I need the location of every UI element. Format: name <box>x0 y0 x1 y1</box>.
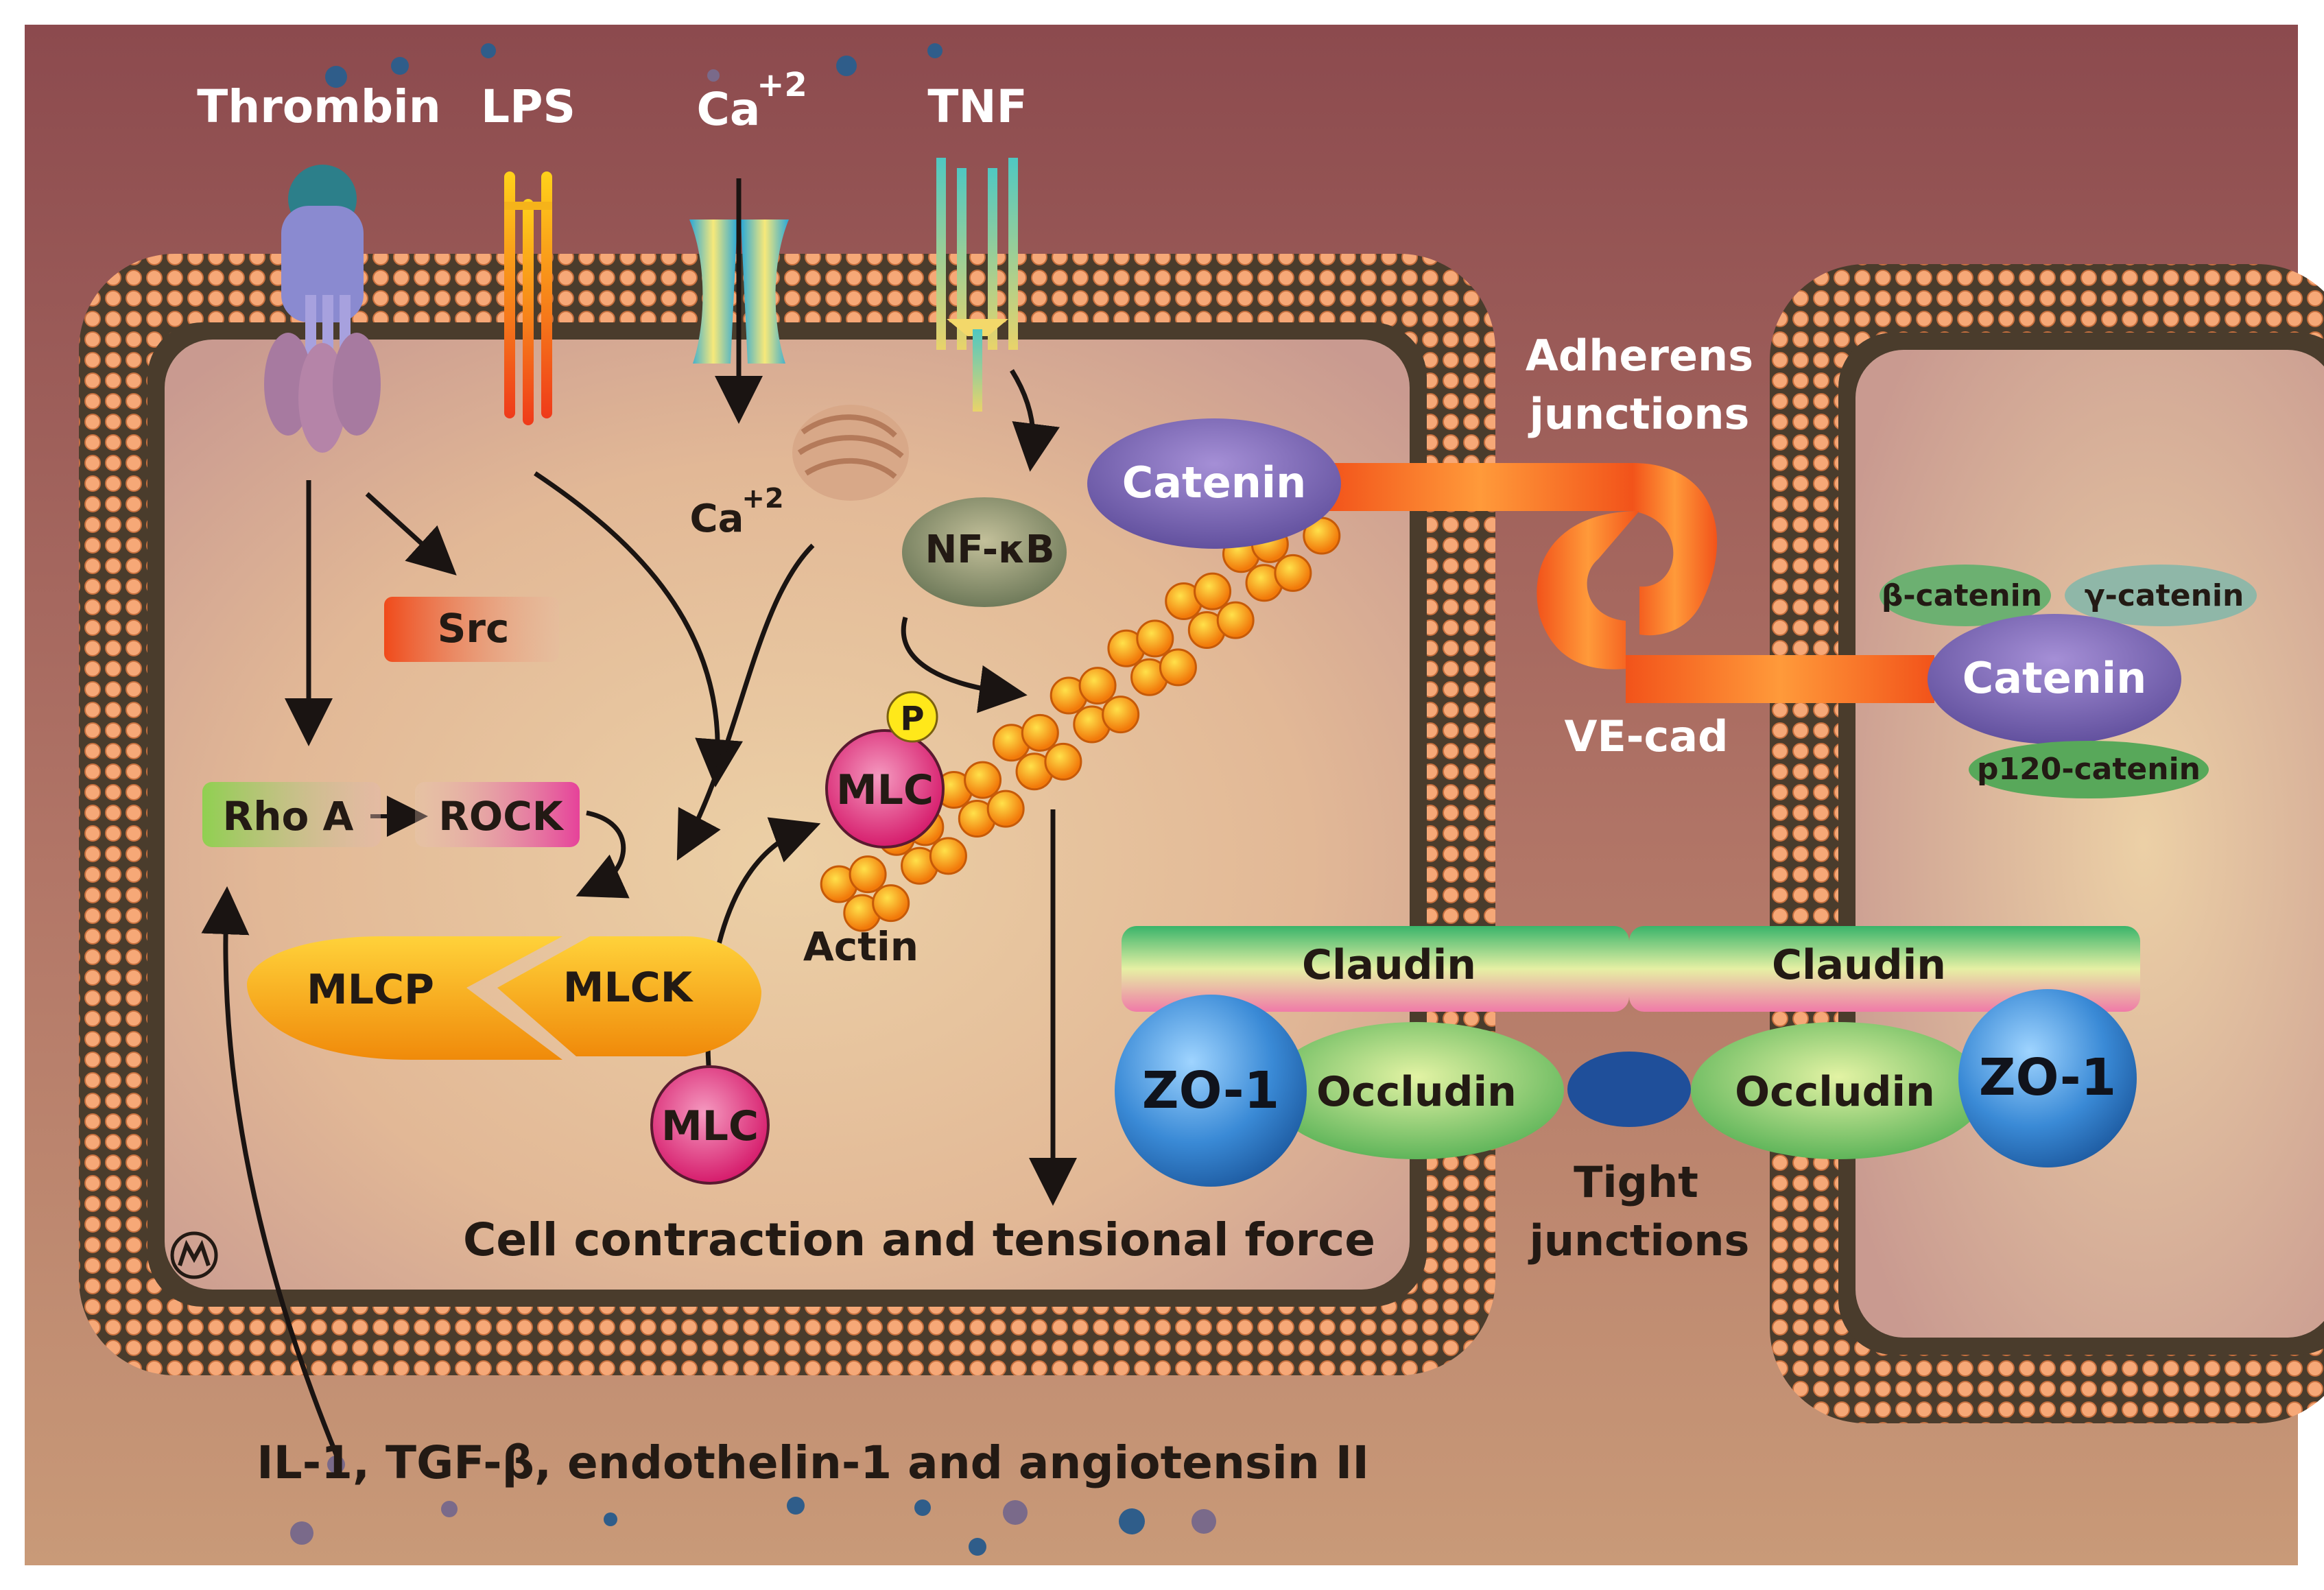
occludin-left-label: Occludin <box>1316 1068 1517 1116</box>
mlc-phospho-node <box>825 729 945 849</box>
arrow-nfkb-to-actin <box>901 617 1028 713</box>
arrow-lps-to-mlck <box>534 471 744 787</box>
tnf-label: TNF <box>927 80 1027 133</box>
occludin-right-label: Occludin <box>1735 1068 1935 1116</box>
catenin-right-label: Catenin <box>1963 653 2147 703</box>
actin-monomer <box>1159 648 1197 687</box>
ca-intracellular-label: Ca <box>690 497 744 541</box>
arrow-thrombin-to-src <box>365 492 457 576</box>
catenin-left-node <box>1087 418 1341 549</box>
actin-monomer <box>1194 572 1232 610</box>
mediators-label: IL-1, TGF-β, endothelin-1 and angiotensi… <box>257 1436 1369 1489</box>
tight-junction-label-line1: Tight <box>1574 1157 1698 1207</box>
rock-node <box>415 782 580 847</box>
zo1-right-node <box>1958 989 2137 1167</box>
contraction-label: Cell contraction and tensional force <box>463 1213 1375 1266</box>
arrow-ca-to-mlck <box>676 543 815 861</box>
actin-monomer <box>1274 554 1312 592</box>
tight-junction-link <box>1567 1052 1691 1127</box>
claudin-right-label: Claudin <box>1772 941 1946 989</box>
src-label: Src <box>438 605 510 652</box>
right-cell <box>1770 264 2324 1423</box>
mlc-node <box>650 1065 770 1185</box>
endoplasmic-reticulum <box>792 405 909 501</box>
actin-filament <box>820 488 1341 932</box>
actin-monomer <box>1102 696 1140 734</box>
adherens-label-line2: junctions <box>1528 389 1750 439</box>
ca-extracellular-label: Ca <box>697 83 761 136</box>
nfkb-node <box>902 497 1067 607</box>
calcium-channel <box>689 219 789 364</box>
mlck-label: MLCK <box>563 964 694 1012</box>
zo1-right-label: ZO-1 <box>1979 1048 2116 1107</box>
catenin-right-node <box>1928 614 2181 744</box>
ca-intracellular-charge: +2 <box>742 483 783 514</box>
phosphate-label: P <box>900 700 924 738</box>
mlcp-label: MLCP <box>307 966 434 1014</box>
extracellular-molecules <box>290 43 1216 1556</box>
tight-junction-label-line2: junctions <box>1528 1215 1750 1266</box>
nfkb-label: NF-κB <box>925 527 1054 572</box>
lps-label: LPS <box>481 80 576 133</box>
adherens-label-line1: Adherens <box>1526 331 1753 381</box>
actin-monomer <box>964 761 1002 799</box>
zo1-left-node <box>1115 995 1307 1187</box>
actin-monomer <box>1044 742 1082 781</box>
tnf-receptor <box>936 158 1018 412</box>
p120-catenin-node <box>1969 741 2209 798</box>
mlc-label: MLC <box>661 1102 759 1150</box>
claudin-right-bar <box>1629 926 2140 1012</box>
publisher-logo <box>170 1231 218 1279</box>
actin-monomer <box>986 790 1025 828</box>
vecad-label: VE-cad <box>1564 711 1728 761</box>
gamma-catenin-node <box>2065 565 2257 626</box>
src-node <box>384 597 559 662</box>
actin-monomer <box>1021 713 1059 752</box>
arrow-tnf-to-nfkb <box>1010 369 1060 472</box>
thrombin-label: Thrombin <box>197 80 441 133</box>
mlc-phospho-label: MLC <box>836 766 934 814</box>
arrow-mediators-to-rhoa <box>201 886 339 1456</box>
actin-monomer <box>1136 619 1174 658</box>
gamma-catenin-label: γ-catenin <box>2085 578 2244 613</box>
arrow-rock-to-mlck <box>576 810 630 899</box>
occludin-left-node <box>1269 1022 1564 1159</box>
actin-monomer <box>1216 601 1255 639</box>
actin-monomer <box>1078 667 1117 705</box>
beta-catenin-node <box>1880 565 2051 626</box>
catenin-left-label: Catenin <box>1122 458 1307 508</box>
rock-label: ROCK <box>438 793 565 840</box>
occludin-right-node <box>1691 1022 1986 1159</box>
mlcp-mlck-complex <box>247 936 761 1060</box>
ve-cadherin <box>1327 463 1934 703</box>
beta-catenin-label: β-catenin <box>1882 578 2042 613</box>
zo1-left-label: ZO-1 <box>1142 1061 1279 1120</box>
p120-catenin-label: p120-catenin <box>1977 752 2201 787</box>
claudin-left-bar <box>1122 926 1629 1012</box>
actin-monomer <box>849 855 887 894</box>
claudin-left-label: Claudin <box>1302 941 1476 989</box>
actin-label: Actin <box>803 923 918 970</box>
actin-monomer <box>872 884 910 923</box>
thrombin-receptor <box>264 165 381 453</box>
rho-a-label: Rho A <box>223 793 354 840</box>
phosphate-badge <box>886 691 938 743</box>
actin-monomer <box>929 837 967 875</box>
rho-a-node <box>202 782 381 847</box>
ca-extracellular-charge: +2 <box>757 66 807 104</box>
lps-receptor <box>504 171 552 425</box>
